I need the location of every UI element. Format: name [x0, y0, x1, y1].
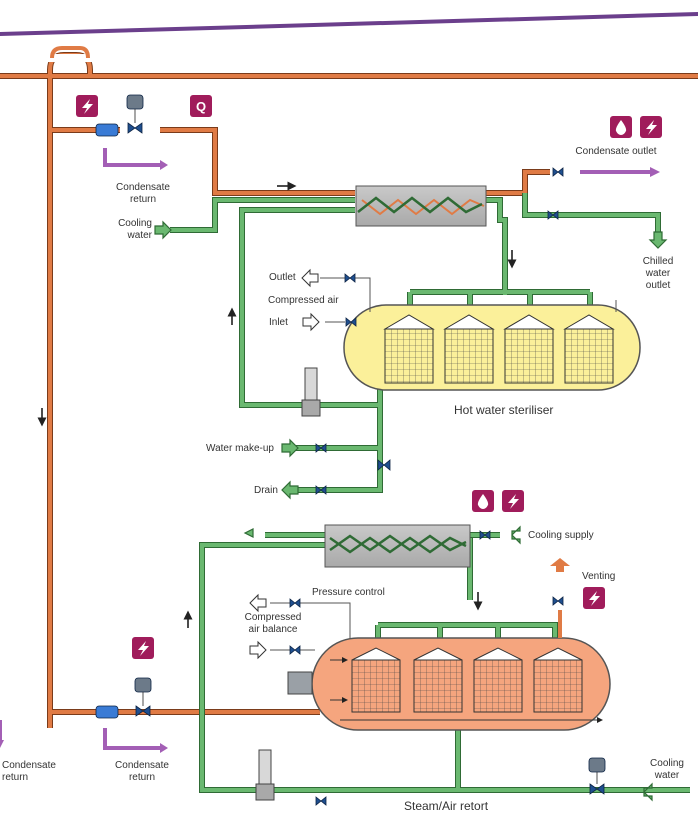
- badge-lightning-venting: [583, 587, 605, 609]
- lightning-icon: [508, 494, 519, 509]
- baskets-bottom: [351, 647, 583, 713]
- valve-condensate-outlet: [552, 167, 564, 177]
- heat-exchanger-bottom: [324, 524, 471, 568]
- badge-q: Q: [190, 95, 212, 117]
- io-arrows: [154, 220, 668, 802]
- air-arrows: [249, 268, 320, 660]
- valve-inlet: [345, 317, 357, 327]
- valve-chilled: [547, 210, 559, 220]
- retort-flow-arrows: [330, 657, 603, 723]
- lightning-icon: [138, 641, 149, 656]
- label-condensate-return-mid: Condensate return: [115, 760, 169, 783]
- condensate-arrows: [0, 160, 660, 753]
- q-icon: Q: [196, 99, 206, 114]
- valve-pressure-control: [289, 598, 301, 608]
- steam-loop-gap: [48, 54, 94, 62]
- condensate-pipe: [0, 148, 650, 750]
- water-pipe: [170, 193, 690, 792]
- heat-exchanger-top: [355, 185, 487, 227]
- valve-air-balance: [289, 645, 301, 655]
- valve-cooling-supply: [479, 530, 491, 540]
- label-compressed-air: Compressed air: [268, 295, 339, 306]
- top-accent-line: [0, 12, 698, 36]
- strainer-top: [95, 123, 119, 137]
- badge-lightning-mid: [502, 490, 524, 512]
- droplet-icon: [477, 494, 489, 509]
- badge-lightning-top-right: [640, 116, 662, 138]
- flow-arrows: [37, 181, 517, 628]
- valve-venting: [552, 596, 564, 606]
- steam-main-pipe-fill: [0, 53, 698, 728]
- valve-outlet: [344, 273, 356, 283]
- pump-bottom: [255, 749, 275, 801]
- lightning-icon: [82, 99, 93, 114]
- control-valve-top: [126, 94, 144, 134]
- label-steam-air-retort: Steam/Air retort: [404, 799, 489, 813]
- label-condensate-return-top: Condensate return: [116, 182, 170, 205]
- label-chilled-water-outlet: Chilled water outlet: [642, 256, 674, 291]
- control-valve-cooling: [588, 757, 606, 795]
- label-cooling-water-top: Cooling water: [118, 218, 152, 241]
- badge-droplet-mid: [472, 490, 494, 512]
- label-venting: Venting: [582, 571, 616, 582]
- steam-loop: [50, 46, 90, 59]
- label-outlet: Outlet: [269, 272, 296, 283]
- label-pressure-control: Pressure control: [312, 587, 385, 598]
- valve-makeup-junction: [377, 459, 391, 471]
- venting-arrow: [550, 558, 570, 572]
- fan-motor: [287, 671, 313, 695]
- label-water-make-up: Water make-up: [206, 443, 274, 454]
- badge-lightning-top-left: [76, 95, 98, 117]
- label-condensate-outlet: Condensate outlet: [575, 146, 657, 157]
- strainer-bottom: [95, 705, 119, 719]
- control-valve-bottom: [134, 677, 152, 717]
- lightning-icon: [589, 591, 600, 606]
- label-hot-water-steriliser: Hot water steriliser: [454, 403, 554, 417]
- label-inlet: Inlet: [269, 317, 288, 328]
- badge-droplet-top: [610, 116, 632, 138]
- pump-top: [301, 367, 321, 417]
- label-compressed-air-balance: Compressed air balance: [244, 612, 302, 635]
- badge-lightning-bottom: [132, 637, 154, 659]
- valve-drain: [315, 485, 327, 495]
- label-drain: Drain: [254, 485, 278, 496]
- baskets-top: [383, 314, 615, 384]
- valve-bottom-drain: [315, 796, 327, 806]
- droplet-icon: [615, 120, 627, 135]
- label-cooling-supply: Cooling supply: [528, 530, 594, 541]
- valve-make-up: [315, 443, 327, 453]
- label-condensate-return-left: Condensate return: [2, 760, 56, 783]
- valves: [95, 94, 606, 806]
- label-cooling-water-bottom: Cooling water: [650, 758, 684, 781]
- lightning-icon: [646, 120, 657, 135]
